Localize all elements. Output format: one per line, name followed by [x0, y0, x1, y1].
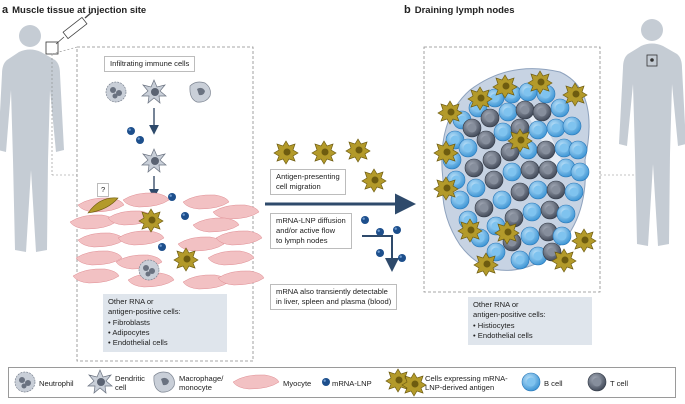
- panel-b-note: Other RNA or antigen-positive cells: His…: [468, 297, 592, 345]
- legend-dendritic: Dendritic cell: [115, 374, 145, 392]
- lymph-node-box: [423, 46, 601, 293]
- panel-b-cell-item: Histiocytes: [473, 321, 587, 331]
- legend-dendritic-2: cell: [115, 383, 127, 392]
- legend-expressing-2: LNP-derived antigen: [425, 383, 495, 392]
- legend-macrophage: Macrophage/ monocyte: [179, 374, 223, 392]
- panel-b-note-title-1: Other RNA or: [473, 300, 519, 309]
- panel-a-title-text: Muscle tissue at injection site: [12, 5, 147, 16]
- legend-dendritic-1: Dendritic: [115, 374, 145, 383]
- right-body-silhouette: [619, 19, 685, 246]
- question-mark-label: ?: [97, 183, 110, 197]
- transient-label: mRNA also transiently detectable in live…: [270, 284, 398, 310]
- infiltrating-label: Infiltrating immune cells: [104, 56, 196, 72]
- legend: Neutrophil Dendritic cell Macrophage/ mo…: [8, 367, 676, 398]
- panel-a-cell-item: Adipocytes: [108, 328, 222, 338]
- panel-b-note-title-2: antigen-positive cells:: [473, 310, 546, 319]
- diffusion-label: mRNA-LNP diffusion and/or active flow to…: [270, 213, 352, 249]
- panel-a-cell-item: Endothelial cells: [108, 338, 222, 348]
- transient-line-2: in liver, spleen and plasma (blood): [276, 297, 392, 306]
- panel-b-letter: b: [404, 4, 411, 16]
- panel-a-note: Other RNA or antigen-positive cells: Fib…: [103, 294, 227, 352]
- muscle-tissue-box: [76, 46, 254, 362]
- legend-myocyte: Myocyte: [283, 379, 312, 388]
- legend-expressing-1: Cells expressing mRNA-: [425, 374, 508, 383]
- lymph-node-marker: [646, 54, 658, 67]
- left-body-silhouette: [0, 25, 64, 252]
- legend-bcell: B cell: [544, 379, 563, 388]
- panel-b-cell-item: Endothelial cells: [473, 331, 587, 341]
- diffusion-line-3: to lymph nodes: [276, 236, 328, 245]
- diffusion-line-1: mRNA-LNP diffusion: [276, 216, 346, 225]
- panel-a-cell-item: Fibroblasts: [108, 318, 222, 328]
- legend-macrophage-1: Macrophage/: [179, 374, 224, 383]
- apc-migration-label: Antigen-presenting cell migration: [270, 169, 346, 195]
- legend-macrophage-2: monocyte: [179, 383, 212, 392]
- diffusion-line-2: and/or active flow: [276, 226, 336, 235]
- panel-b-title-text: Draining lymph nodes: [414, 5, 515, 16]
- question-cell: [87, 197, 119, 214]
- transient-arrow: [362, 235, 399, 272]
- transient-line-1: mRNA also transiently detectable: [276, 287, 388, 296]
- legend-neutrophil: Neutrophil: [39, 379, 74, 388]
- apc-line-1: Antigen-presenting: [276, 172, 340, 181]
- legend-tcell: T cell: [610, 379, 629, 388]
- panel-a-letter: a: [2, 4, 9, 16]
- legend-expressing: Cells expressing mRNA- LNP-derived antig…: [425, 374, 508, 392]
- apc-line-2: cell migration: [276, 182, 321, 191]
- panel-a-note-title-2: antigen-positive cells:: [108, 307, 181, 316]
- legend-lnp: mRNA-LNP: [332, 379, 372, 388]
- panel-a-note-title-1: Other RNA or: [108, 297, 154, 306]
- syringe-icon: [55, 11, 93, 45]
